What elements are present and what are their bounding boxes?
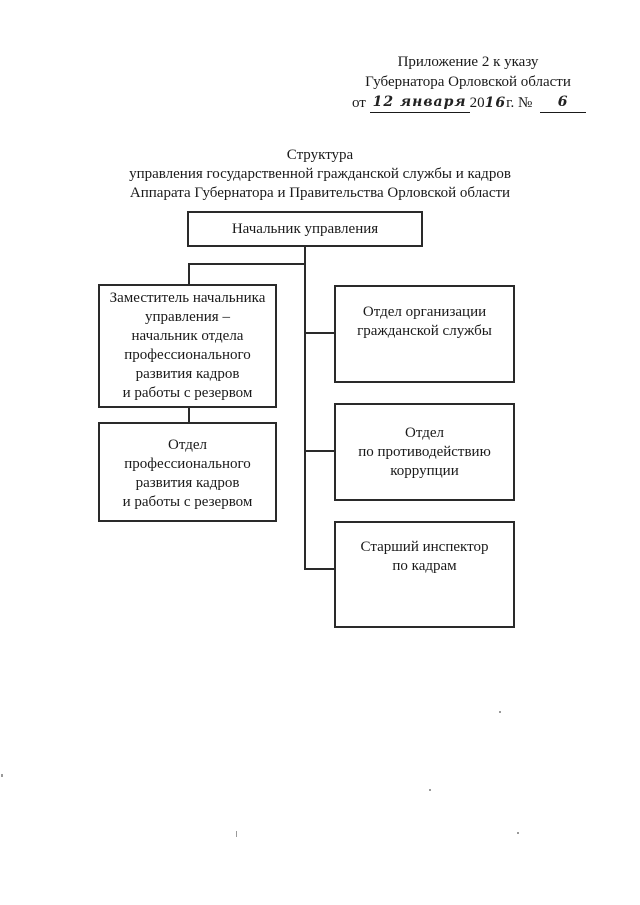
scan-artifact-dot xyxy=(517,832,519,834)
scan-artifact-dot xyxy=(1,774,3,777)
scan-artifact-tick xyxy=(236,831,237,837)
header-annotation: Приложение 2 к указу Губернатора Орловск… xyxy=(352,52,587,114)
org-box-deputy-head: Заместитель начальника управления – нача… xyxy=(98,284,277,408)
org-box-anti-corruption: Отдел по противодействию коррупции xyxy=(334,403,515,501)
connector-left-branch-drop xyxy=(188,263,190,284)
document-title: Структура управления государственной гра… xyxy=(0,146,640,203)
title-line-2: управления государственной гражданской с… xyxy=(129,166,511,182)
connector-deputy-to-dept xyxy=(188,408,190,422)
connector-stub-anti-corruption xyxy=(306,450,334,452)
year-handwritten: 16 xyxy=(484,95,507,111)
title-line-1: Структура xyxy=(286,147,354,163)
header-line-appendix: Приложение 2 к указу xyxy=(397,54,539,70)
title-line-3: Аппарата Губернатора и Правительства Орл… xyxy=(129,185,511,201)
handwritten-number-field: 6 xyxy=(540,92,587,113)
connector-left-branch-horizontal xyxy=(188,263,306,265)
org-box-senior-hr-inspector: Старший инспектор по кадрам xyxy=(334,521,515,628)
connector-stub-inspector xyxy=(306,568,334,570)
date-prefix: от xyxy=(352,95,366,111)
org-box-head-of-department: Начальник управления xyxy=(187,211,423,247)
org-box-civil-service-organization: Отдел организации гражданской службы xyxy=(334,285,515,383)
handwritten-date-field: 12 января xyxy=(369,92,470,113)
handwritten-date: 12 января xyxy=(372,94,467,110)
year-printed: 20 xyxy=(469,95,485,111)
connector-main-vertical xyxy=(304,247,306,570)
connector-stub-civil-service xyxy=(306,332,334,334)
scan-artifact-dot xyxy=(429,789,431,791)
handwritten-number: 6 xyxy=(557,94,569,110)
year-suffix: г. № xyxy=(506,95,533,111)
scan-artifact-dot xyxy=(499,711,501,713)
org-box-professional-development: Отдел профессионального развития кадров … xyxy=(98,422,277,522)
header-line-governor: Губернатора Орловской области xyxy=(365,74,571,90)
